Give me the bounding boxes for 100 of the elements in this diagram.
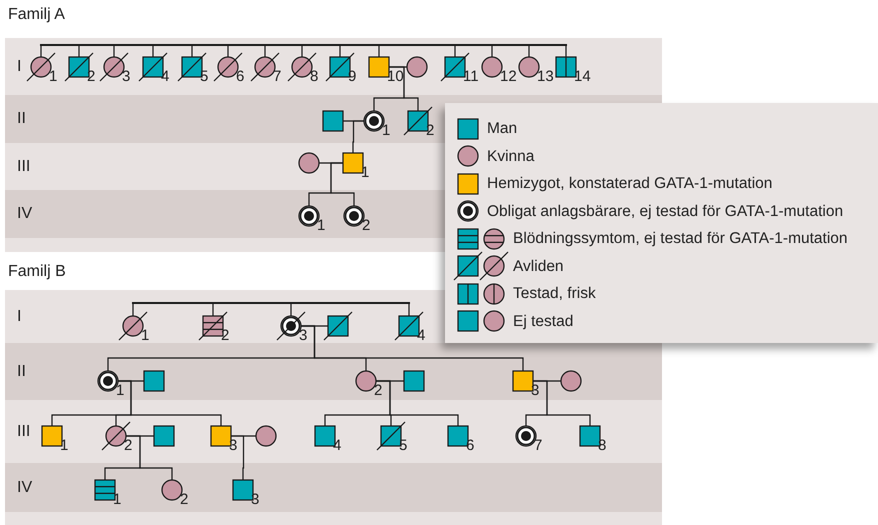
male-symbol (325, 52, 355, 82)
individual-number: 9 (348, 69, 356, 84)
female-symbol (250, 52, 280, 82)
individual-number: 1 (361, 165, 370, 180)
female-symbol (481, 56, 503, 78)
female-symbol (287, 52, 317, 82)
male-symbol (41, 425, 63, 447)
legend-text: Kvinna (487, 146, 534, 167)
individual-number: 11 (463, 69, 479, 84)
individual-number: 2 (362, 218, 370, 233)
individual-number: 10 (387, 69, 404, 84)
female-symbol (363, 110, 385, 132)
female-symbol (99, 52, 129, 82)
generation-numeral: II (17, 111, 26, 127)
pedigree-line (231, 435, 244, 480)
pedigree-line (132, 304, 134, 316)
individual-number: 1 (141, 328, 150, 343)
generation-band (5, 400, 662, 463)
generation-band (5, 38, 662, 95)
male-symbol (555, 56, 577, 78)
individual-number: 6 (466, 438, 474, 453)
generation-numeral: III (17, 424, 30, 440)
pedigree-line (290, 304, 292, 316)
female-symbol (213, 52, 243, 82)
male-symbol (153, 425, 175, 447)
female-symbol (26, 52, 56, 82)
pedigree-line (565, 46, 567, 57)
pedigree-line (389, 66, 419, 111)
individual-number: 2 (374, 383, 382, 398)
generation-numeral: IV (17, 480, 32, 496)
generation-numeral: I (17, 308, 22, 324)
individual-number: 2 (124, 438, 132, 453)
male-symbol (403, 106, 433, 136)
individual-number: 3 (122, 69, 130, 84)
male-symbol (138, 52, 168, 82)
pedigree-line (378, 46, 380, 57)
pedigree-line (227, 46, 229, 57)
generation-band (5, 95, 445, 143)
pedigree-line (191, 46, 193, 57)
individual-number: 2 (180, 492, 188, 507)
male-symbol (394, 311, 424, 341)
male-symbol (403, 370, 425, 392)
individual-number: 3 (531, 383, 540, 398)
individual-number: 14 (574, 69, 591, 84)
legend-text: Hemizygot, konstaterad GATA-1-mutation (487, 174, 772, 194)
pedigree-line (264, 46, 266, 57)
individual-number: 1 (49, 69, 58, 84)
pedigree-line (126, 435, 173, 480)
legend-text: Blödningssymtom, ej testad för GATA-1-mutation (513, 229, 848, 250)
individual-number: 5 (200, 69, 208, 84)
individual-number: 2 (221, 328, 230, 343)
family-heading: Familj A (8, 7, 65, 23)
generation-numeral: I (17, 58, 22, 74)
individual-number: 1 (317, 218, 326, 233)
generation-band (5, 463, 662, 512)
generation-band (5, 343, 662, 400)
individual-number: 7 (534, 438, 542, 453)
female-symbol (406, 56, 428, 78)
male-symbol (376, 421, 406, 451)
individual-number: 3 (251, 492, 260, 507)
pedigree-line (301, 325, 524, 371)
male-symbol (64, 52, 94, 82)
generation-band (5, 290, 445, 343)
pedigree-line (301, 46, 303, 57)
pedigree-line (339, 46, 341, 57)
generation-band (5, 190, 445, 238)
family-heading: Familj B (8, 264, 66, 280)
female-symbol (298, 152, 320, 174)
individual-number: 13 (537, 69, 554, 84)
individual-number: 12 (500, 69, 517, 84)
female-symbol (101, 421, 131, 451)
individual-number: 2 (426, 123, 434, 138)
female-symbol (298, 205, 320, 227)
individual-number: 1 (116, 383, 124, 398)
pedigree-line (212, 304, 214, 316)
legend-text: Obligat anlagsbärare, ej testad för GATA-1-mutation (487, 202, 844, 222)
legend-text: Testad, frisk (513, 284, 596, 304)
male-symbol (342, 152, 364, 174)
female-symbol (118, 311, 148, 341)
pedigree-line (78, 46, 80, 57)
individual-number: 1 (60, 438, 68, 453)
generation-numeral: II (17, 364, 26, 380)
individual-number: 2 (87, 69, 96, 84)
pedigree-line (376, 380, 459, 426)
pedigree-line (113, 46, 115, 57)
legend-text: Avliden (513, 256, 564, 277)
individual-number: 1 (113, 492, 122, 507)
generation-numeral: III (17, 158, 30, 174)
male-symbol (177, 52, 207, 82)
pedigree-line (40, 46, 42, 57)
generation-band (5, 143, 445, 190)
individual-number: 4 (161, 69, 170, 84)
individual-number: 1 (382, 123, 390, 138)
individual-number: 5 (399, 438, 408, 453)
female-symbol (255, 425, 277, 447)
pedigree-line (533, 380, 591, 426)
female-symbol (276, 311, 306, 341)
individual-number: 3 (299, 328, 308, 343)
individual-number: 8 (598, 438, 606, 453)
pedigree-line (152, 46, 154, 57)
